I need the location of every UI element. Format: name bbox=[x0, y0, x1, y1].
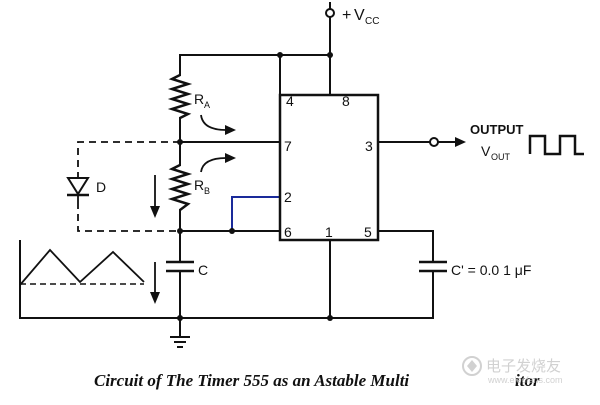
supply-terminal: + V CC bbox=[325, 2, 379, 27]
resistor-ra-subscript: A bbox=[204, 100, 210, 110]
current-arrow-rb bbox=[200, 157, 227, 173]
supply-label: V bbox=[354, 7, 365, 24]
current-arrow-ra bbox=[200, 114, 227, 131]
circuit-wiring bbox=[19, 17, 461, 338]
pin-3-label: 3 bbox=[365, 138, 373, 154]
ground-symbol bbox=[170, 336, 190, 348]
pin-7-label: 7 bbox=[284, 138, 292, 154]
capacitor-c-prime: C' = 0.0 1 μF bbox=[419, 260, 531, 285]
resistor-rb: R B bbox=[167, 153, 236, 211]
discharge-arrow bbox=[150, 175, 160, 218]
pin-5-label: 5 bbox=[364, 224, 372, 240]
output-title: OUTPUT bbox=[470, 122, 524, 137]
pin-6-label: 6 bbox=[284, 224, 292, 240]
ic-555: 4 8 7 3 2 6 1 5 bbox=[278, 93, 380, 242]
watermark-text: 电子发烧友 bbox=[486, 358, 561, 375]
output-terminal: OUTPUT V OUT bbox=[429, 122, 584, 162]
caption: Circuit of The Timer 555 as an Astable M… bbox=[94, 371, 540, 390]
resistor-ra-label: R bbox=[194, 91, 204, 107]
pin-2-label: 2 bbox=[284, 189, 292, 205]
pin-1-label: 1 bbox=[325, 224, 333, 240]
supply-sign: + bbox=[342, 7, 351, 24]
resistor-rb-label: R bbox=[194, 177, 204, 193]
output-subscript: OUT bbox=[491, 152, 511, 162]
resistor-rb-subscript: B bbox=[204, 186, 210, 196]
diode-label: D bbox=[96, 179, 106, 195]
capacitor-c-label: C bbox=[198, 262, 208, 278]
capacitor-c: C bbox=[166, 260, 208, 285]
square-wave-icon bbox=[528, 134, 584, 156]
capacitor-c-prime-label: C' = 0.0 1 μF bbox=[451, 262, 531, 278]
diode-d: D bbox=[66, 141, 180, 232]
watermark-logo-icon bbox=[462, 356, 482, 376]
output-v: V bbox=[481, 143, 491, 159]
resistor-ra: R A bbox=[167, 73, 236, 135]
pin-4-label: 4 bbox=[286, 93, 294, 109]
pin-8-label: 8 bbox=[342, 93, 350, 109]
junction-dots bbox=[177, 52, 333, 321]
supply-subscript: CC bbox=[365, 16, 379, 27]
watermark: 电子发烧友 www.elecfans.com bbox=[462, 356, 563, 385]
timing-waveform bbox=[19, 240, 160, 318]
watermark-url: www.elecfans.com bbox=[487, 375, 563, 385]
caption-text: Circuit of The Timer 555 as an Astable M… bbox=[94, 371, 409, 390]
caption-tail: itor bbox=[515, 371, 540, 390]
